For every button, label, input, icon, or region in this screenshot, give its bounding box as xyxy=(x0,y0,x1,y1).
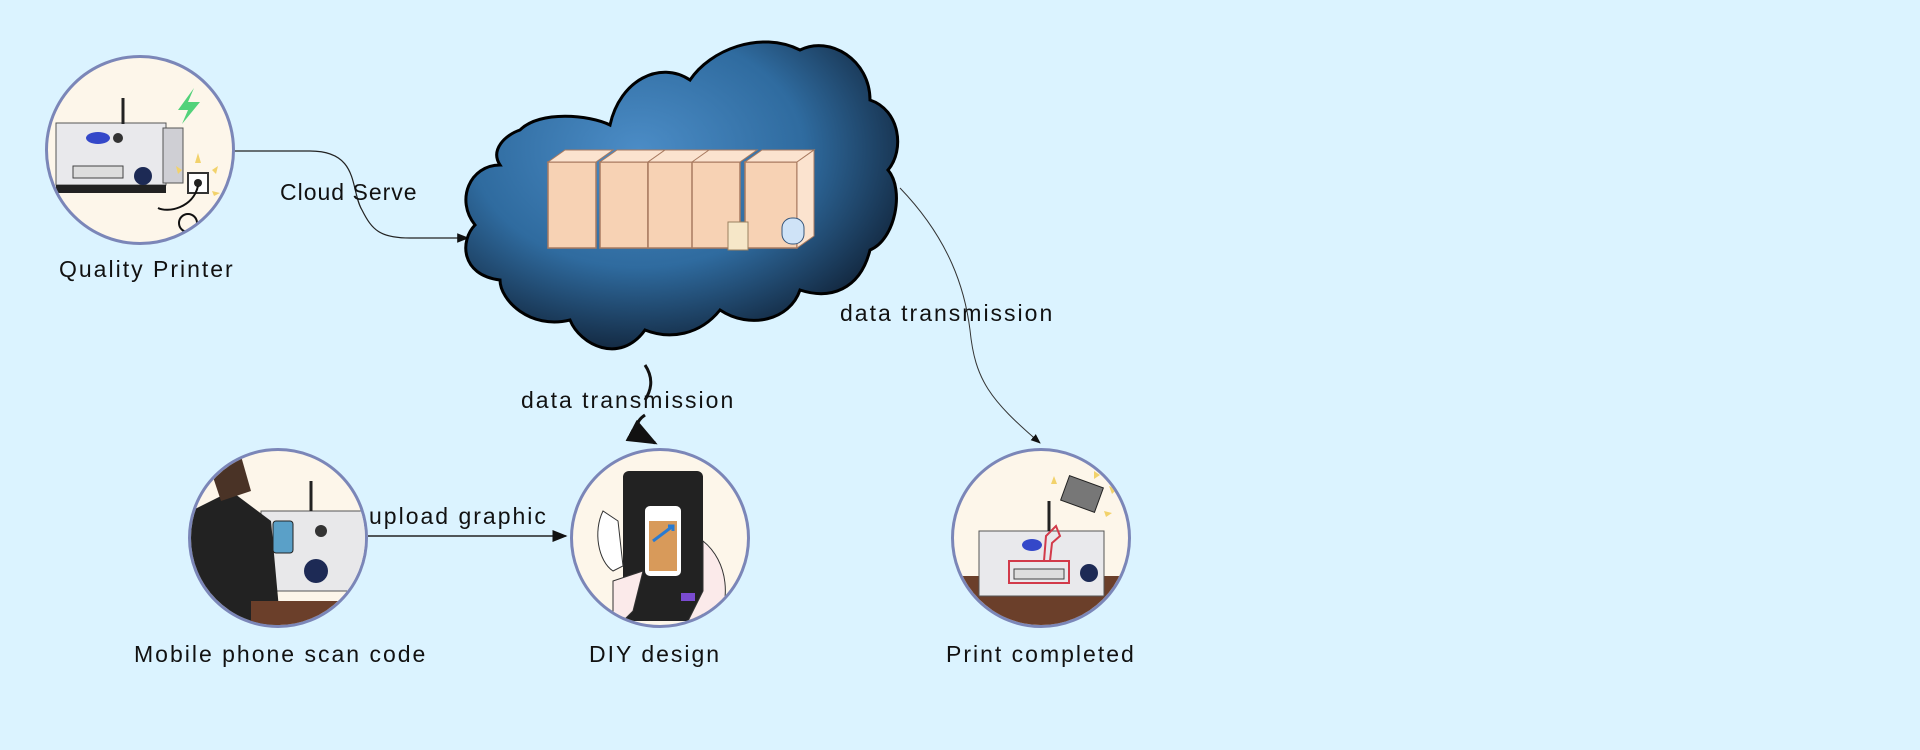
edge-cloud-serve xyxy=(232,150,470,243)
node-label-mobile-scan: Mobile phone scan code xyxy=(134,641,428,667)
edge-label-data-transmission-down: data transmission xyxy=(521,387,736,413)
printer-power-icon xyxy=(55,88,220,233)
node-print-completed xyxy=(951,448,1131,628)
node-label-diy-design: DIY design xyxy=(589,641,722,667)
edge-label-cloud-serve: Cloud Serve xyxy=(280,179,418,205)
node-label-quality-printer: Quality Printer xyxy=(59,256,235,282)
node-quality-printer xyxy=(45,55,235,245)
node-diy-design xyxy=(570,448,750,628)
edge-data-transmission-down xyxy=(638,364,655,443)
edge-data-transmission-right xyxy=(899,187,1041,444)
person-scanning-phone-icon xyxy=(191,456,365,625)
node-mobile-scan xyxy=(188,448,368,628)
node-label-print-completed: Print completed xyxy=(946,641,1136,667)
edge-label-data-transmission-right: data transmission xyxy=(840,300,1055,326)
phone-design-icon xyxy=(597,471,726,625)
edge-label-upload-graphic: upload graphic xyxy=(369,503,548,529)
printer-output-icon xyxy=(954,471,1128,625)
